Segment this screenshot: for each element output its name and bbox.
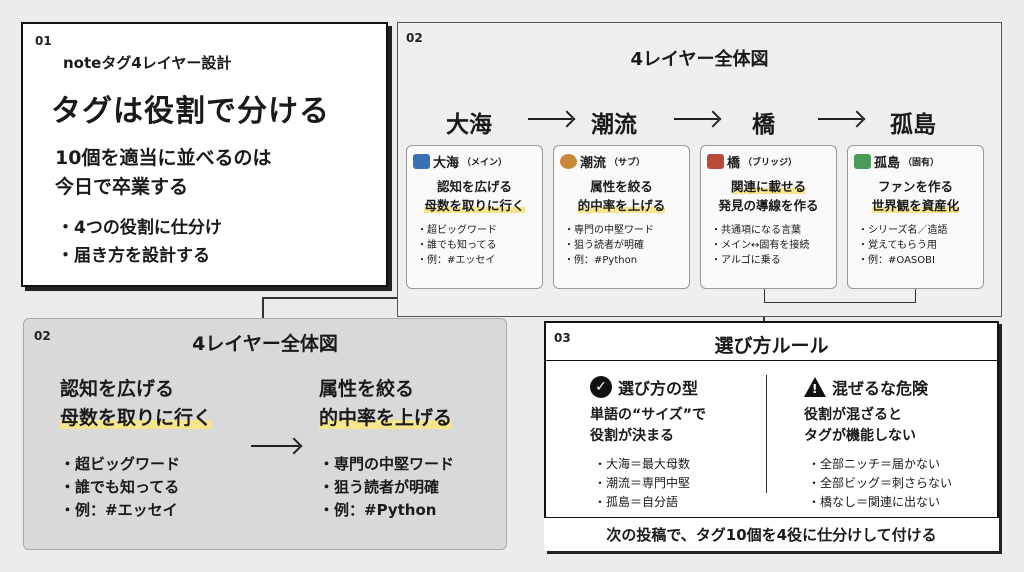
intro-panel: 01 noteタグ4レイヤー設計 タグは役割で分ける 10個を適当に並べるのは … bbox=[21, 22, 388, 287]
card-tag: （固有） bbox=[903, 158, 940, 168]
overview-detail-panel: 02 4レイヤー全体図 認知を広げる 母数を取りに行く 超ビッグワード誰でも知っ… bbox=[23, 318, 507, 550]
list-item: 4つの役割に仕分け bbox=[57, 214, 222, 242]
divider bbox=[546, 360, 997, 361]
panel-number: 01 bbox=[35, 34, 52, 48]
rule-text-2: タグが機能しない bbox=[804, 428, 916, 444]
divider bbox=[766, 375, 767, 493]
list-item: 全部ニッチ＝届かない bbox=[808, 455, 1004, 474]
connector-line bbox=[262, 297, 264, 319]
panel-heading: 4レイヤー全体図 bbox=[192, 333, 338, 355]
rule-text-1: 単語の“サイズ”で bbox=[590, 407, 706, 423]
intro-bullets: 4つの役割に仕分け 届き方を設計する bbox=[57, 214, 222, 270]
list-item: 誰でも知ってる bbox=[417, 238, 536, 253]
layer-label-choryu: 潮流 bbox=[591, 112, 637, 138]
lead-line-2: 今日で卒業する bbox=[55, 176, 189, 198]
card-tag: （サブ） bbox=[609, 158, 646, 168]
wave-icon bbox=[413, 154, 430, 169]
lead-text: 10個を適当に並べるのは 今日で卒業する bbox=[55, 144, 271, 202]
rule-text-1: 役割が混ざると bbox=[804, 407, 902, 423]
card-title: 孤島 bbox=[874, 156, 901, 171]
panel-heading: 4レイヤー全体図 bbox=[630, 49, 769, 70]
list-item: メイン↔固有を接続 bbox=[711, 238, 830, 253]
list-item: 孤島＝自分語 bbox=[594, 493, 790, 512]
list-item: 共通項になる言葉 bbox=[711, 223, 830, 238]
list-item: 全部ビッグ＝刺さらない bbox=[808, 474, 1004, 493]
card-desc-2: 世界観を資産化 bbox=[871, 198, 960, 213]
rule-text-2: 役割が決まる bbox=[590, 428, 674, 444]
list-item: 例：#エッセイ bbox=[60, 499, 212, 522]
list-item: 例：#Python bbox=[564, 253, 683, 268]
card-desc-1: 関連に載せる bbox=[730, 179, 806, 194]
connector-line bbox=[763, 317, 765, 322]
list-item: 誰でも知ってる bbox=[60, 476, 212, 499]
panel-number: 03 bbox=[554, 331, 571, 345]
compass-icon bbox=[560, 154, 577, 169]
list-item: 専門の中堅ワード bbox=[319, 453, 454, 476]
footer-note: 次の投稿で、タグ10個を4役に仕分けして付ける bbox=[544, 517, 999, 551]
list-item: 橋なし＝関連に出ない bbox=[808, 493, 1004, 512]
panel-title: タグは役割で分ける bbox=[51, 94, 330, 129]
left-column: 認知を広げる 母数を取りに行く 超ビッグワード誰でも知ってる例：#エッセイ bbox=[60, 375, 213, 522]
list-item: 例：#OASOBI bbox=[858, 253, 977, 268]
column-line-1: 属性を絞る bbox=[319, 378, 415, 400]
card-desc-2: 的中率を上げる bbox=[577, 198, 666, 213]
rule-title: 混ぜるな危険 bbox=[832, 379, 929, 398]
list-item: シリーズ名／造語 bbox=[858, 223, 977, 238]
layer-label-koto: 孤島 bbox=[890, 112, 936, 138]
rule-title: 選び方の型 bbox=[618, 379, 699, 398]
card-desc-2: 母数を取りに行く bbox=[424, 198, 525, 213]
warning-icon: ! bbox=[804, 377, 826, 397]
list-item: 超ビッグワード bbox=[60, 453, 212, 476]
list-item: 例：#Python bbox=[319, 499, 454, 522]
layer-label-hashi: 橋 bbox=[752, 112, 775, 138]
column-line-2: 母数を取りに行く bbox=[60, 407, 213, 429]
column-line-1: 認知を広げる bbox=[60, 378, 175, 400]
arrow-icon bbox=[528, 118, 572, 120]
list-item: 覚えてもらう用 bbox=[858, 238, 977, 253]
list-item: 大海＝最大母数 bbox=[594, 455, 790, 474]
arrow-icon bbox=[674, 118, 718, 120]
bridge-connector bbox=[764, 289, 916, 303]
overview-panel: 02 4レイヤー全体図 大海 潮流 橋 孤島 大海（メイン） 認知を広げる母数を… bbox=[397, 22, 1002, 317]
card-desc-1: 属性を絞る bbox=[590, 179, 653, 194]
list-item: 専門の中堅ワード bbox=[564, 223, 683, 238]
card-title: 大海 bbox=[433, 156, 460, 171]
list-item: 例：#エッセイ bbox=[417, 253, 536, 268]
list-item: 狙う読者が明確 bbox=[564, 238, 683, 253]
panel-subtitle: noteタグ4レイヤー設計 bbox=[63, 54, 232, 72]
panel-heading: 選び方ルール bbox=[714, 335, 829, 357]
arrow-icon bbox=[251, 445, 299, 447]
list-item: 超ビッグワード bbox=[417, 223, 536, 238]
connector-line bbox=[262, 297, 397, 299]
card-desc-1: 認知を広げる bbox=[436, 179, 512, 194]
bridge-icon bbox=[707, 154, 724, 169]
card-tag: （ブリッジ） bbox=[743, 158, 798, 168]
panel-number: 02 bbox=[406, 31, 423, 45]
list-item: 届き方を設計する bbox=[57, 242, 222, 270]
list-item: 潮流＝専門中堅 bbox=[594, 474, 790, 493]
list-item: アルゴに乗る bbox=[711, 253, 830, 268]
column-line-2: 的中率を上げる bbox=[319, 407, 453, 429]
check-circle-icon: ✓ bbox=[590, 376, 612, 398]
layer-label-taikai: 大海 bbox=[446, 112, 492, 138]
card-title: 潮流 bbox=[580, 156, 607, 171]
card-desc-2: 発見の導線を作る bbox=[718, 198, 819, 213]
card-desc-1: ファンを作る bbox=[877, 179, 953, 194]
right-column: 属性を絞る 的中率を上げる 専門の中堅ワード狙う読者が明確例：#Python bbox=[319, 375, 454, 522]
card-title: 橋 bbox=[727, 156, 741, 171]
island-icon bbox=[854, 154, 871, 169]
list-item: 狙う読者が明確 bbox=[319, 476, 454, 499]
lead-line-1: 10個を適当に並べるのは bbox=[55, 147, 272, 169]
card-tag: （メイン） bbox=[462, 158, 508, 168]
panel-number: 02 bbox=[34, 329, 51, 343]
arrow-icon bbox=[818, 118, 862, 120]
